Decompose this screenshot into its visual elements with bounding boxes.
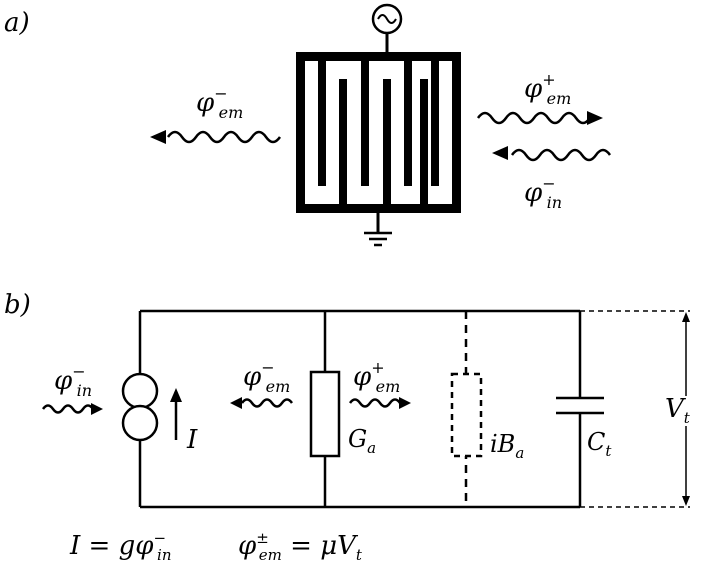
equation-emission: φ±em = μVt [238,529,362,564]
current-source-icon [121,372,159,442]
current-arrow-icon [170,388,182,440]
panel-a-label: a) [4,8,30,38]
idt-bottom-fingers [339,79,428,204]
iba-label: iBa [490,430,525,462]
idt-bottom-bus [296,204,461,213]
current-label: I [187,425,198,455]
idt-top-fingers [318,61,439,186]
wave-em-plus-a [476,111,603,125]
susceptance-iba [450,372,483,458]
capacitor-icon [556,396,604,415]
ct-label: Ct [587,428,612,460]
ga-label: Ga [348,425,377,457]
panel-b-label: b) [4,290,31,320]
phi-in-minus-a: φ−in [524,174,563,212]
conductance-ga [309,370,341,458]
idt-transducer [150,3,612,247]
equation-current: I = gφ−in [70,529,172,564]
wave-em-minus-b [230,397,294,409]
phi-em-plus-b: φ+em [353,358,401,396]
phi-in-minus-b: φ−in [54,362,93,400]
phi-em-minus-a: φ−em [196,84,244,122]
wave-in-minus-b [41,403,103,415]
wave-em-minus-a [150,130,282,144]
ground-icon [364,231,392,247]
phi-em-plus-a: φ+em [524,70,572,108]
equivalent-circuit [41,309,690,509]
wave-em-plus-b [348,397,411,409]
phi-em-minus-b: φ−em [243,358,291,396]
wave-in-minus-a [492,146,612,162]
idt-top-bus [296,52,461,61]
vt-label: Vt [665,394,690,427]
